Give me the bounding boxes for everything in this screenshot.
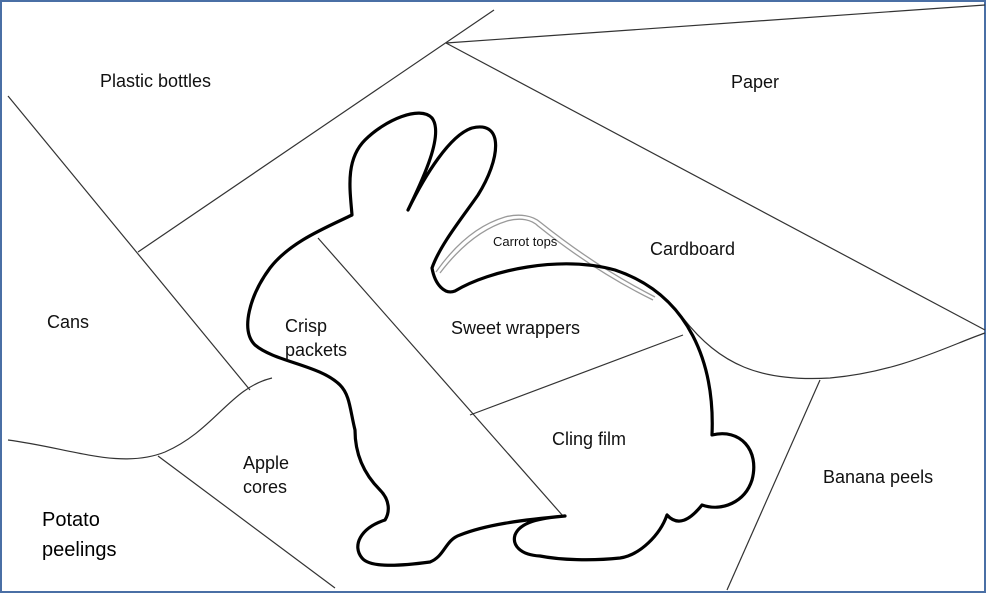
divider-banana <box>727 380 820 590</box>
divider-sweet-cling <box>470 335 683 415</box>
label-crisp-packets: Crisp packets <box>285 314 347 362</box>
label-paper: Paper <box>731 69 779 95</box>
label-cling-film: Cling film <box>552 426 626 452</box>
carrot-tops-outline <box>436 215 655 300</box>
divider-top-right <box>446 5 985 43</box>
label-sweet-wrappers: Sweet wrappers <box>451 315 580 341</box>
divider-top-diagonal <box>138 10 494 252</box>
label-carrot-tops: Carrot tops <box>493 234 557 250</box>
divider-cardboard-curve <box>683 318 985 379</box>
label-cardboard: Cardboard <box>650 236 735 262</box>
divider-crisp-sweet <box>318 238 563 516</box>
label-cans: Cans <box>47 309 89 335</box>
label-plastic-bottles: Plastic bottles <box>100 68 211 94</box>
label-apple-cores: Apple cores <box>243 451 289 499</box>
divider-paper-cardboard <box>446 43 985 330</box>
divider-left-diagonal <box>8 96 250 390</box>
label-banana-peels: Banana peels <box>823 464 933 490</box>
label-potato-peelings: Potato peelings <box>42 505 117 565</box>
divider-lower-left-curve <box>8 378 272 459</box>
